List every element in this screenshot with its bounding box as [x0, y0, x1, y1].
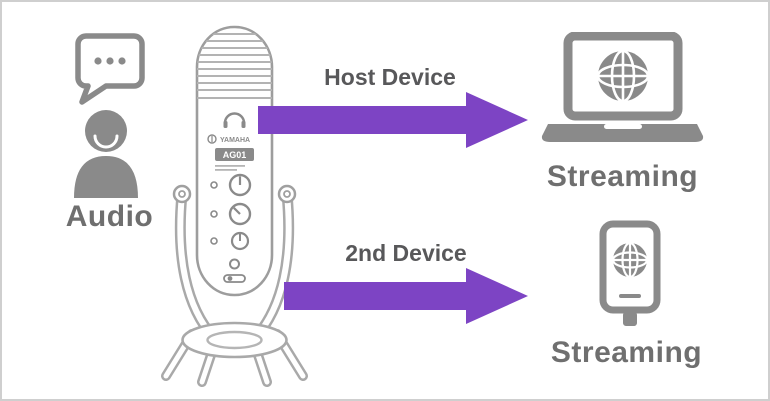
audio-source-figure [60, 30, 160, 200]
laptop-globe-icon [540, 32, 705, 154]
headphone-icon [223, 112, 246, 128]
streaming-label-bottom: Streaming [550, 336, 703, 369]
streaming-label-top: Streaming [546, 160, 699, 193]
yamaha-logo: YAMAHA [207, 134, 250, 144]
mic-stand [161, 188, 308, 387]
second-device-arrow [284, 268, 528, 324]
mic-controls [210, 173, 252, 283]
model-badge: AG01 [215, 148, 254, 171]
host-device-arrow [258, 92, 528, 148]
smartphone-globe-icon [594, 220, 666, 332]
mic-model-text: AG01 [223, 150, 247, 160]
second-device-arrow-label: 2nd Device [345, 240, 467, 266]
audio-label: Audio [65, 200, 154, 233]
speech-bubble-icon [75, 33, 145, 105]
mic-brand-text: YAMAHA [220, 137, 250, 144]
person-icon [74, 110, 138, 198]
globe-icon [611, 241, 649, 279]
mic-body: YAMAHA AG01 [172, 25, 297, 297]
globe-icon [596, 49, 650, 103]
microphone-illustration: YAMAHA AG01 [152, 22, 317, 394]
host-device-arrow-label: Host Device [324, 64, 456, 90]
